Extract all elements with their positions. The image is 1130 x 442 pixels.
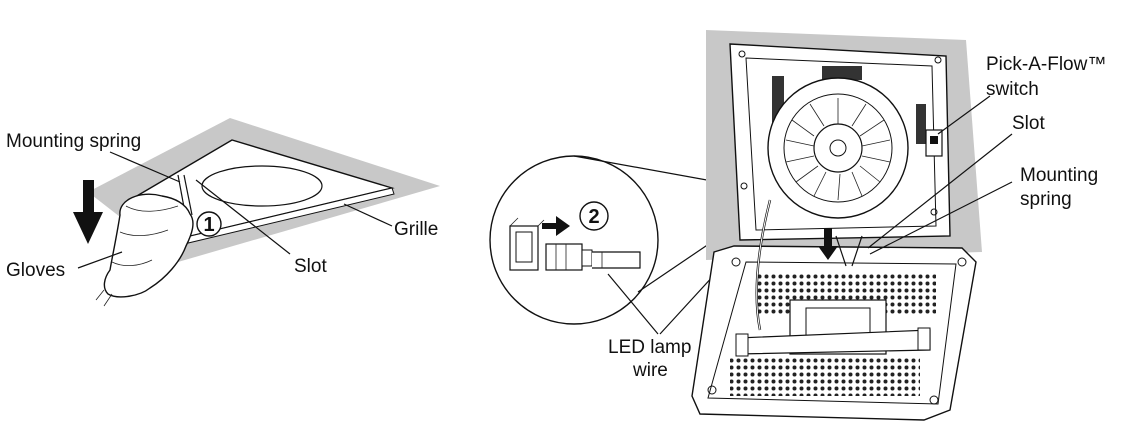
label-pick-a-flow: Pick-A-Flow™: [986, 54, 1106, 75]
gloved-hand: [103, 193, 194, 298]
label-grille: Grille: [394, 219, 438, 240]
label-wire: wire: [632, 360, 668, 381]
label-mounting: Mounting: [1020, 165, 1098, 186]
push-arrow: [542, 216, 570, 236]
connector-male: [545, 243, 583, 271]
step-1-circle: [196, 211, 222, 237]
connector-detail: 2 LED lamp wire: [489, 155, 771, 381]
label-spring: spring: [1020, 189, 1072, 210]
label-mounting-spring-left: Mounting spring: [6, 131, 141, 152]
down-arrow-right: [818, 228, 838, 260]
down-arrow-left: [73, 180, 103, 244]
step-2-number: 2: [588, 206, 599, 228]
label-slot-left: Slot: [294, 256, 327, 277]
connector-female: [509, 225, 539, 271]
right-illustration: Pick-A-Flow™ switch Slot Mounting spring: [691, 30, 1106, 421]
lamp-wire-detail: [592, 251, 641, 269]
label-slot-right: Slot: [1012, 113, 1045, 134]
step-1-number: 1: [203, 214, 214, 236]
left-illustration: 1 Mounting spring Gloves Slot Grille: [6, 118, 440, 307]
grille-oval: [201, 165, 323, 207]
label-switch: switch: [986, 79, 1039, 100]
step-2-circle: [579, 201, 609, 231]
label-led-lamp: LED lamp: [608, 337, 691, 358]
grille-dots-bottom: [730, 356, 920, 396]
label-gloves: Gloves: [6, 260, 65, 281]
